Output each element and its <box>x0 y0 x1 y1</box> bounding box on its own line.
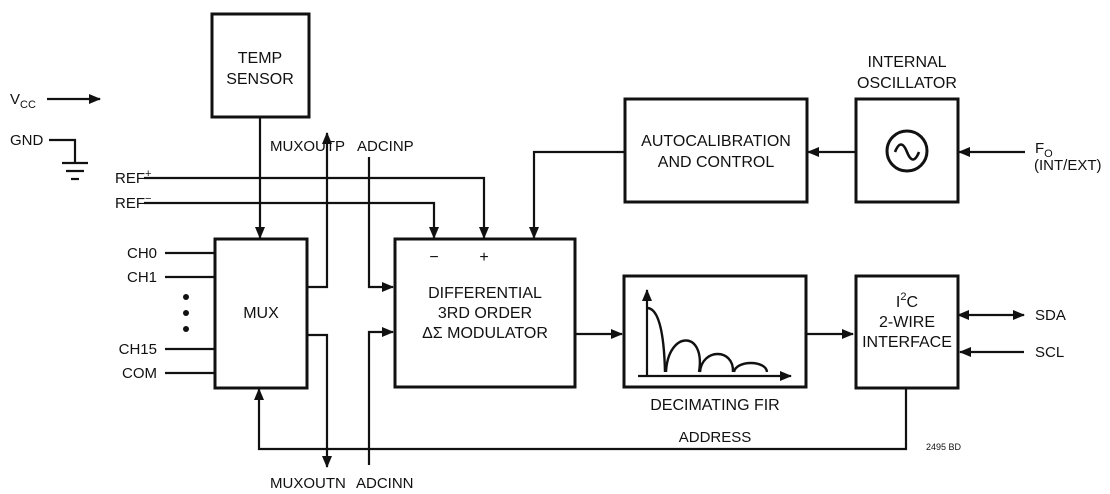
adcinp-label: ADCINP <box>357 138 414 155</box>
gnd-label: GND <box>10 132 44 149</box>
muxoutp-wire <box>307 132 332 289</box>
ch1-label: CH1 <box>127 269 157 286</box>
figure-id-label: 2495 BD <box>926 442 962 452</box>
adcinn-wire <box>367 327 394 465</box>
ref-minus-label: REF− <box>115 193 151 212</box>
fo-note-label: (INT/EXT) <box>1034 157 1102 174</box>
com-label: COM <box>122 365 157 382</box>
modulator-block <box>393 237 577 389</box>
adcinn-label: ADCINN <box>356 475 414 492</box>
ch15-label: CH15 <box>119 341 157 358</box>
ground-icon <box>49 138 88 181</box>
oscillator-title-line1: INTERNAL <box>867 54 946 71</box>
autocal-to-modulator-wire <box>529 150 624 239</box>
temp-sensor-block <box>210 12 311 119</box>
sine-wave-icon <box>885 129 929 173</box>
modulator-minus-input: − <box>429 249 438 266</box>
ref-minus-wire <box>144 201 439 239</box>
channel-ellipsis-dot <box>183 310 189 316</box>
ref-plus-wire <box>144 176 489 239</box>
i2c-block <box>854 274 960 390</box>
mux-label: MUX <box>243 305 279 322</box>
channel-ellipsis-dot <box>183 294 189 300</box>
temp-sensor-label-line1: TEMP <box>238 50 282 67</box>
modulator-label-line1: DIFFERENTIAL <box>428 285 542 302</box>
mux-block <box>213 237 309 390</box>
fir-response-graph <box>638 289 792 381</box>
vcc-label: VCC <box>10 91 36 111</box>
fir-label: DECIMATING FIR <box>650 397 779 414</box>
fo-label: FO <box>1035 140 1053 160</box>
fir-block <box>622 274 808 389</box>
modulator-label-line2: 3RD ORDER <box>438 305 532 322</box>
autocal-label-line1: AUTOCALIBRATION <box>641 133 791 150</box>
autocal-block <box>623 97 809 204</box>
modulator-plus-input: + <box>479 249 488 266</box>
address-feedback-wire <box>254 388 908 451</box>
ch0-label: CH0 <box>127 245 157 262</box>
temp-sensor-label-line2: SENSOR <box>226 71 294 88</box>
muxoutn-label: MUXOUTN <box>270 475 346 492</box>
channel-ellipsis-dot <box>183 326 189 332</box>
oscillator-title-line2: OSCILLATOR <box>857 75 957 92</box>
autocal-label-line2: AND CONTROL <box>658 154 775 171</box>
sda-label: SDA <box>1035 307 1066 324</box>
adcinp-wire <box>367 157 394 292</box>
muxoutp-label: MUXOUTP <box>270 138 345 155</box>
address-label: ADDRESS <box>679 429 752 446</box>
scl-label: SCL <box>1035 344 1064 361</box>
i2c-label-line2: 2-WIRE <box>879 314 935 331</box>
modulator-label-line3: ΔΣ MODULATOR <box>422 325 548 342</box>
ref-plus-label: REF+ <box>115 168 151 187</box>
muxoutn-wire <box>307 333 332 468</box>
i2c-label-line1: I2C <box>896 291 918 311</box>
i2c-label-line3: INTERFACE <box>862 334 952 351</box>
